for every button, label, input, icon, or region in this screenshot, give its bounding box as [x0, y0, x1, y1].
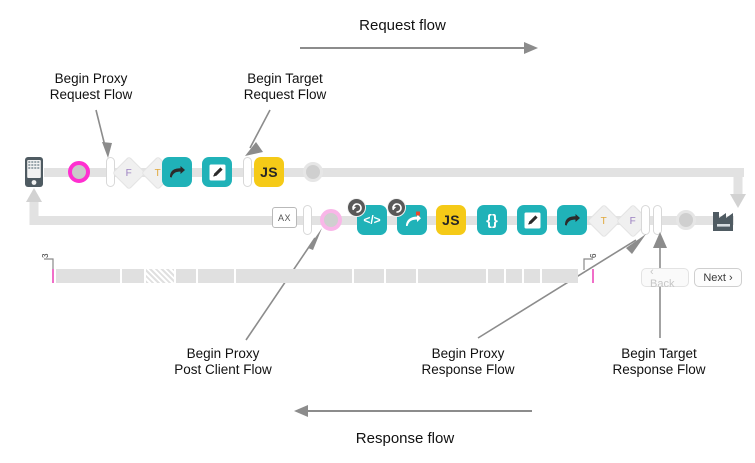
- condition-diamond-f-request[interactable]: F: [112, 156, 146, 190]
- json-policy-icon[interactable]: {}: [477, 205, 507, 235]
- timeline-segment[interactable]: [524, 269, 540, 283]
- javascript-policy-icon[interactable]: JS: [254, 157, 284, 187]
- edit-policy-icon[interactable]: [202, 157, 232, 187]
- condition-label: T: [600, 215, 608, 227]
- back-button[interactable]: ‹ Back: [641, 266, 689, 290]
- reset-badge-icon[interactable]: [347, 198, 366, 217]
- policy-label: JS: [442, 212, 460, 228]
- request-to-response-connector: [716, 168, 746, 208]
- timeline-tick-right-bracket: [583, 258, 593, 270]
- timeline-segment[interactable]: [354, 269, 384, 283]
- analytics-icon[interactable]: AX: [272, 207, 297, 228]
- policy-label: JS: [260, 164, 278, 180]
- begin-target-request-flow-divider[interactable]: [243, 157, 252, 187]
- annotation-begin-target-request-flow: Begin Target Request Flow: [243, 71, 327, 102]
- request-flow-rail: [44, 168, 744, 177]
- route-policy-icon[interactable]: [162, 157, 192, 187]
- timeline-segment[interactable]: [146, 269, 174, 283]
- begin-proxy-post-client-flow-hook[interactable]: [320, 209, 342, 231]
- timeline-segment[interactable]: [386, 269, 416, 283]
- route-policy-icon[interactable]: [557, 205, 587, 235]
- begin-proxy-response-flow-divider[interactable]: [641, 205, 650, 235]
- request-flow-title: Request flow: [359, 17, 446, 34]
- reset-badge-icon[interactable]: [387, 198, 406, 217]
- begin-target-response-flow-divider[interactable]: [653, 205, 662, 235]
- timeline-marker-end[interactable]: [592, 269, 594, 283]
- edit-policy-icon[interactable]: [517, 205, 547, 235]
- response-flow-endpoint-dot[interactable]: [676, 210, 696, 230]
- request-flow-endpoint-dot[interactable]: [303, 162, 323, 182]
- annotation-begin-proxy-request-flow: Begin Proxy Request Flow: [49, 71, 133, 102]
- response-flow-arrow: [294, 405, 532, 417]
- javascript-policy-icon[interactable]: JS: [436, 205, 466, 235]
- condition-label: F: [125, 167, 133, 179]
- response-flow-divider-1[interactable]: [303, 205, 312, 235]
- annotation-begin-proxy-response-flow: Begin Proxy Response Flow: [421, 346, 515, 377]
- annotation-begin-target-response-flow: Begin Target Response Flow: [612, 346, 706, 377]
- timeline-segment[interactable]: [122, 269, 144, 283]
- timeline-segment[interactable]: [488, 269, 504, 283]
- condition-diamond-t-response[interactable]: T: [587, 204, 621, 238]
- response-to-client-connector: [26, 188, 62, 225]
- annotation-begin-proxy-post-client-flow: Begin Proxy Post Client Flow: [174, 346, 272, 377]
- request-flow-arrow: [300, 42, 538, 54]
- next-button[interactable]: Next ›: [694, 268, 742, 287]
- target-server-icon[interactable]: [710, 206, 740, 232]
- timeline-segment[interactable]: [56, 269, 120, 283]
- condition-label: T: [154, 167, 162, 179]
- mobile-device-icon[interactable]: [24, 156, 44, 188]
- timeline-marker-start[interactable]: [52, 269, 54, 283]
- timeline-track[interactable]: [52, 269, 602, 283]
- begin-proxy-request-flow-hook[interactable]: [68, 161, 90, 183]
- response-flow-title: Response flow: [355, 430, 455, 447]
- policy-label: </>: [363, 213, 381, 227]
- timeline-segment[interactable]: [542, 269, 578, 283]
- timeline-tick-left-bracket: [44, 258, 54, 270]
- timeline-segment[interactable]: [176, 269, 196, 283]
- timeline-segment[interactable]: [236, 269, 352, 283]
- timeline-segment[interactable]: [506, 269, 522, 283]
- timeline-segment[interactable]: [418, 269, 486, 283]
- condition-label: F: [629, 215, 637, 227]
- policy-label: {}: [486, 211, 498, 229]
- response-flow-rail: [44, 216, 734, 225]
- timeline-segment[interactable]: [198, 269, 234, 283]
